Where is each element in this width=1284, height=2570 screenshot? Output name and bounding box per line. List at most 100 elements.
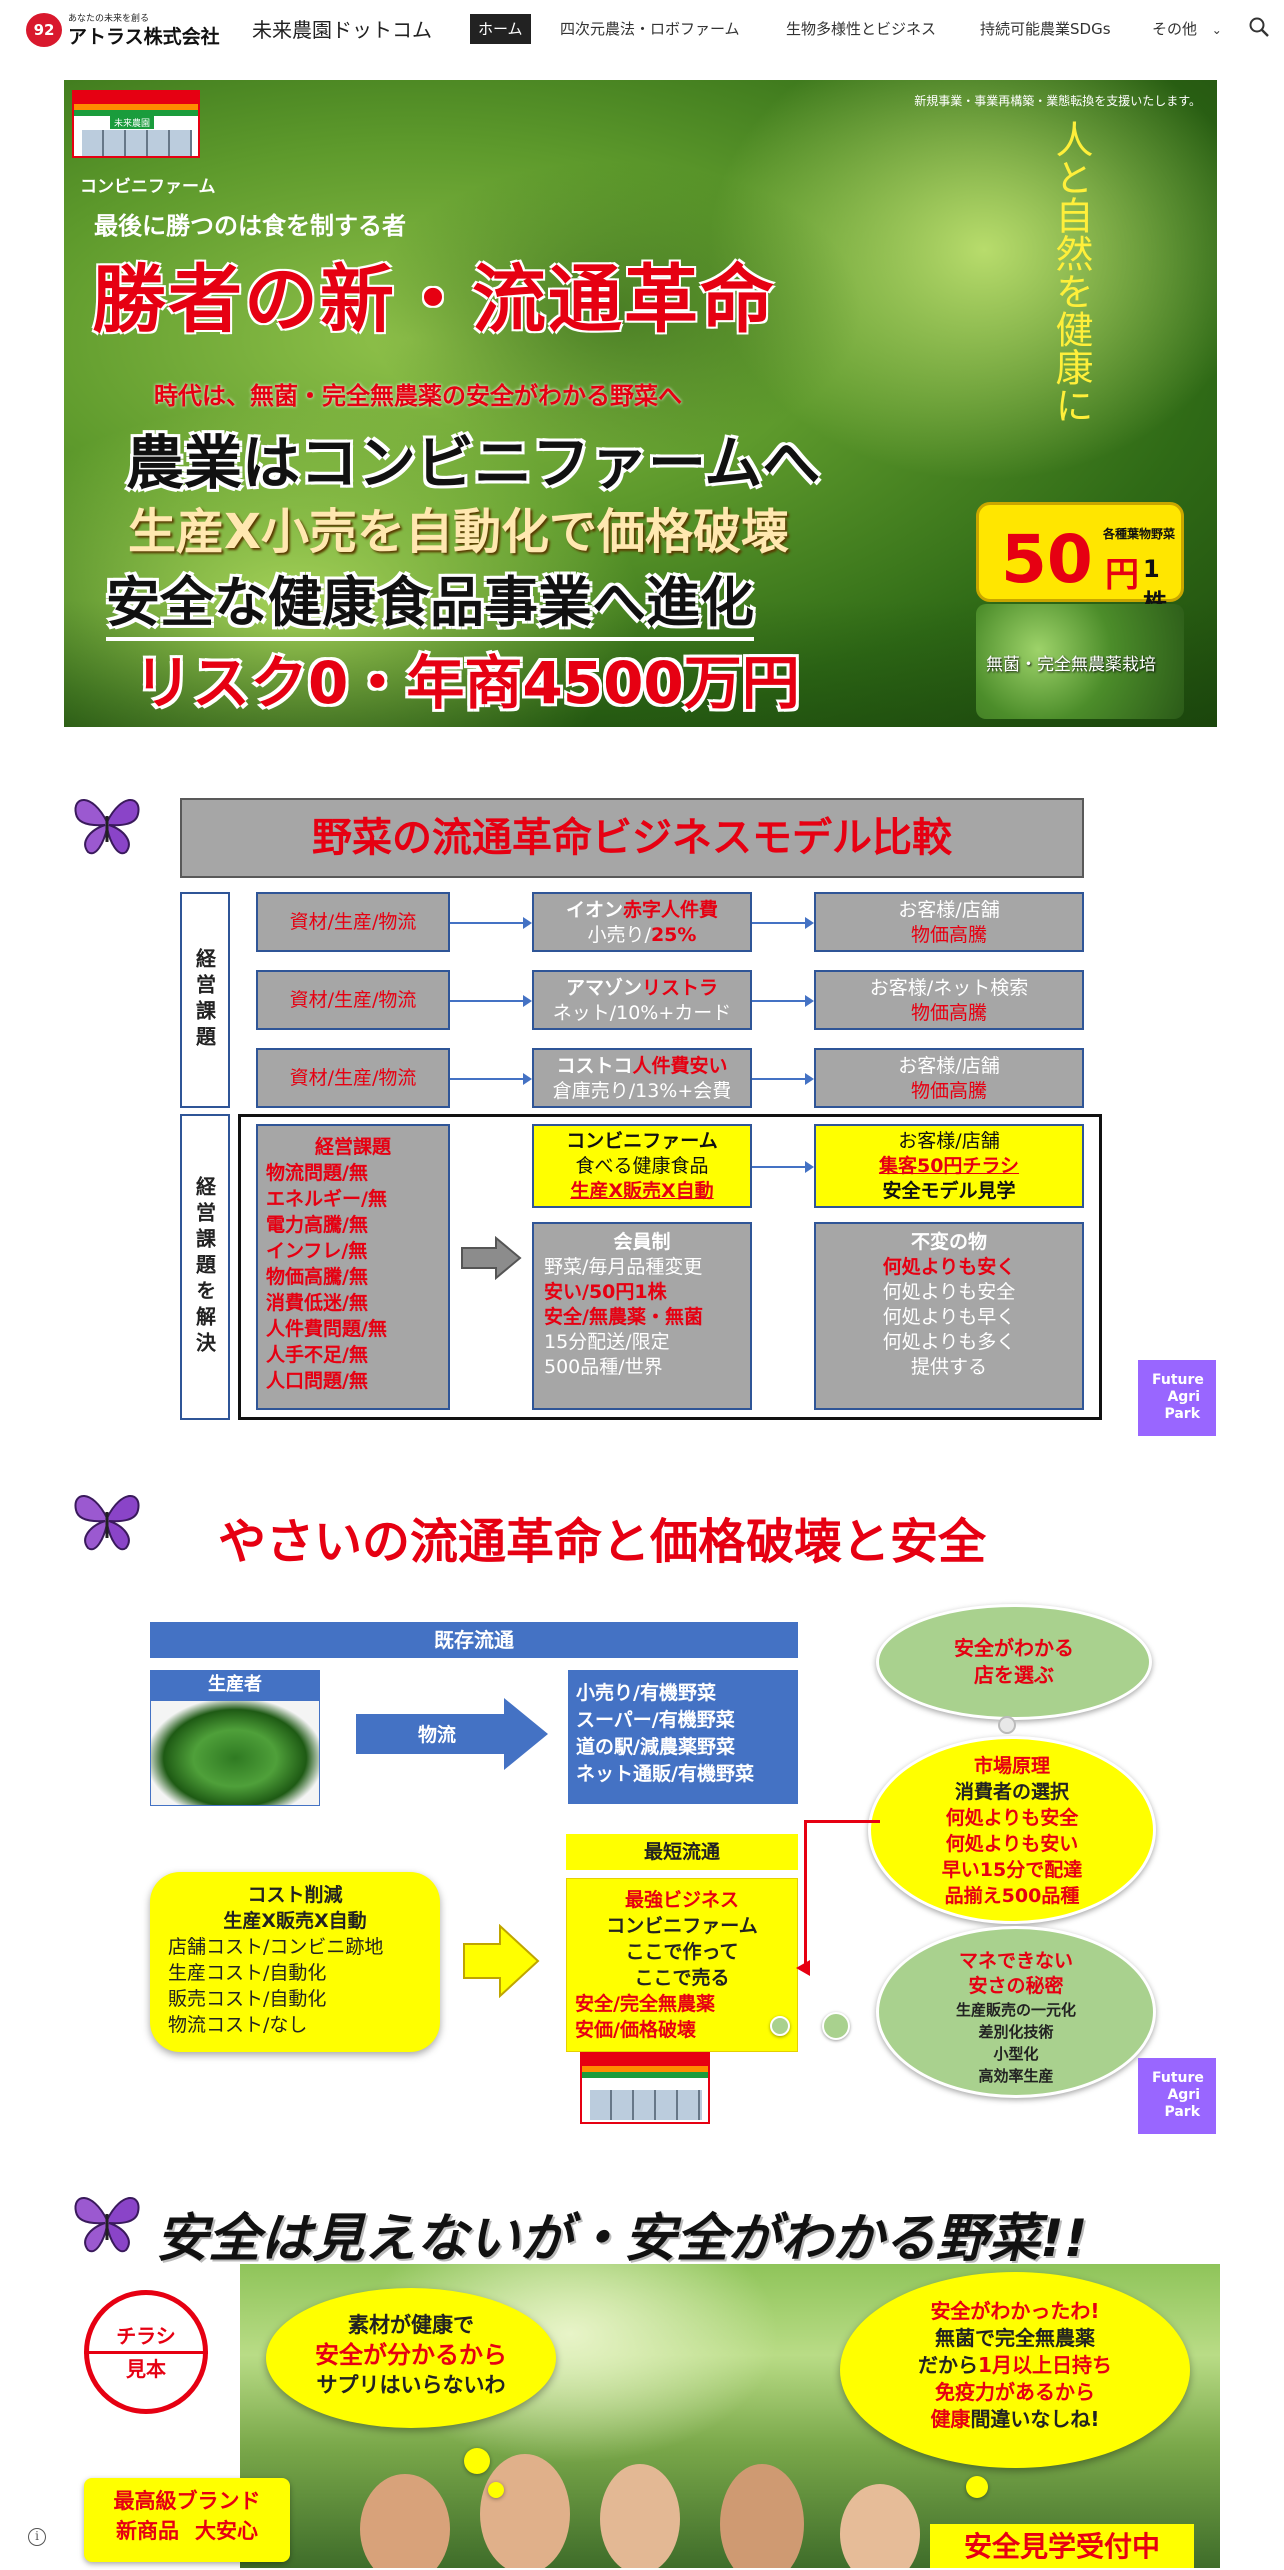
row3-retailer-issue: 人件費安い <box>632 1055 728 1077</box>
secret-line: 差別化技術 <box>978 2023 1054 2041</box>
channel-item: 小売り/有機野菜 <box>576 1682 716 1704</box>
thought-dot <box>488 2482 504 2498</box>
unchanging-cheapest: 何処よりも安く <box>882 1256 1016 1278</box>
price-number: 50 <box>1001 521 1093 598</box>
future-agri-park-badge[interactable]: Future Agri Park <box>1138 1360 1216 1436</box>
butterfly-icon <box>72 1488 142 1556</box>
bubble-text: 1月以上日持ち <box>978 2353 1112 2377</box>
row1-supply-text: 資材/生産/物流 <box>289 911 417 933</box>
info-icon[interactable]: i <box>28 2528 46 2546</box>
store-illustration: 未来農園 <box>72 90 200 158</box>
row1-supply: 資材/生産/物流 <box>256 892 450 952</box>
producer-label: 生産者 <box>150 1670 320 1700</box>
channel-item: 道の駅/減農薬野菜 <box>576 1736 735 1758</box>
row2-supply: 資材/生産/物流 <box>256 970 450 1030</box>
market-title: 市場原理 <box>973 1755 1050 1777</box>
row3-retailer-name: コストコ <box>556 1055 633 1077</box>
row1-retailer-rate: 25% <box>650 924 697 946</box>
membership-line: 安い/50円1株 <box>544 1281 667 1303</box>
issues-list-item: 人件費問題/無 <box>266 1318 387 1340</box>
row1-arrow-2 <box>752 917 814 929</box>
hero-line1: 農業はコンビニファームへ <box>126 429 821 497</box>
hero-line2: 生産X小売を自動化で価格破壊 <box>128 504 790 560</box>
solve-side-label: 経営課題を解決 <box>180 1114 230 1420</box>
cf-arrow <box>752 1161 814 1173</box>
solution-arrow-icon <box>460 1235 522 1284</box>
cost-reduction-box: コスト削減 生産X販売X自動 店舗コスト/コンビニ跡地 生産コスト/自動化 販売… <box>150 1872 440 2052</box>
unchanging-line: 何処よりも安全 <box>882 1281 1016 1303</box>
cloud-line: 店を選ぶ <box>974 1663 1054 1687</box>
unchanging-line: 提供する <box>910 1356 987 1378</box>
membership-title: 会員制 <box>613 1231 671 1253</box>
top-navigation: 92 あなたの未来を創る アトラス株式会社 未来農園ドットコム ホーム 四次元農… <box>0 0 1284 58</box>
bubble-line: サプリはいらないわ <box>316 2373 506 2397</box>
bubble-text: 間違いなしね! <box>970 2407 1100 2431</box>
row3-arrow-2 <box>752 1073 814 1085</box>
shortest-distribution-label: 最短流通 <box>566 1834 798 1870</box>
future-agri-park-badge[interactable]: Future Agri Park <box>1138 2058 1216 2134</box>
nav-item-home[interactable]: ホーム <box>470 14 531 44</box>
market-principle-cloud: 市場原理 消費者の選択 何処よりも安全 何処よりも安い 早い15分で配達 品揃え… <box>868 1736 1156 1924</box>
nav-item-4d-farming[interactable]: 四次元農法・ロボファーム <box>560 20 740 38</box>
company-logo[interactable]: 92 あなたの未来を創る アトラス株式会社 <box>26 9 238 49</box>
row3-customer: お客様/店舗 物価高騰 <box>814 1048 1084 1108</box>
cf-automation: 生産X販売X自動 <box>570 1180 714 1202</box>
right-speech-bubble: 安全がわかったわ! 無菌で完全無農薬 だから1月以上日持ち 免疫力があるから 健… <box>840 2272 1190 2468</box>
unchanging-title: 不変の物 <box>910 1231 987 1253</box>
unchanging-box: 不変の物 何処よりも安く 何処よりも安全 何処よりも早く 何処よりも多く 提供す… <box>814 1222 1084 1410</box>
cost-line: 販売コスト/自動化 <box>168 1988 327 2010</box>
market-line: 品揃え500品種 <box>944 1885 1080 1907</box>
issues-list-item: インフレ/無 <box>266 1240 368 1262</box>
logo-tagline: あなたの未来を創る <box>68 14 150 24</box>
stamp-line: 見本 <box>84 2351 208 2382</box>
bubble-line: 無菌で完全無農薬 <box>935 2326 1095 2350</box>
issues-list-item: 人手不足/無 <box>266 1344 368 1366</box>
strong-title: 最強ビジネス <box>624 1889 739 1911</box>
row3-retailer: コストコ人件費安い 倉庫売り/13%+会費 <box>532 1048 752 1108</box>
membership-line: 安全/無農薬・無菌 <box>544 1306 703 1328</box>
row3-supply: 資材/生産/物流 <box>256 1048 450 1108</box>
hero-notice: 新規事業・事業再構築・業態転換を支援いたします。 <box>914 94 1201 108</box>
cf-subtitle: 食べる健康食品 <box>575 1155 709 1177</box>
row3-customer-issue: 物価高騰 <box>910 1080 987 1102</box>
row1-retailer-issue: 赤字人件費 <box>623 899 719 921</box>
issues-list-title: 経営課題 <box>314 1136 391 1158</box>
chevron-down-icon: ⌄ <box>1211 23 1222 37</box>
row2-retailer: アマゾンリストラ ネット/10%+カード <box>532 970 752 1030</box>
channel-item: ネット通販/有機野菜 <box>576 1763 754 1785</box>
site-title[interactable]: 未来農園ドットコム <box>252 18 432 42</box>
thought-dot <box>966 2476 988 2498</box>
row3-supply-text: 資材/生産/物流 <box>289 1067 417 1089</box>
nav-item-sdgs[interactable]: 持続可能農業SDGs <box>980 20 1111 38</box>
hero-line3: 安全な健康食品事業へ進化 <box>106 558 754 641</box>
solve-side-text: 経営課題を解決 <box>192 1176 217 1358</box>
bubble-line: 安全が分かるから <box>315 2341 507 2369</box>
issues-list-item: 物価高騰/無 <box>266 1266 368 1288</box>
row2-retailer-name: アマゾン <box>565 977 642 999</box>
badge-line: Future <box>1152 2070 1204 2086</box>
cloud-line: 安全がわかる <box>954 1636 1074 1660</box>
tour-accepting-banner[interactable]: 安全見学受付中 <box>930 2524 1194 2568</box>
search-icon[interactable] <box>1248 16 1274 42</box>
row3-arrow-1 <box>450 1073 532 1085</box>
nav-item-biodiversity[interactable]: 生物多様性とビジネス <box>786 20 937 38</box>
store-flyer: 集客50円チラシ <box>878 1155 1020 1177</box>
cost-title: コスト削減 <box>247 1884 343 1906</box>
strong-red-line: 安価/価格破壊 <box>575 2019 696 2041</box>
row2-retailer-issue: リストラ <box>642 977 719 999</box>
row2-arrow-1 <box>450 995 532 1007</box>
row3-retailer-detail: 倉庫売り/13%+会費 <box>552 1080 732 1102</box>
butterfly-icon <box>72 2190 142 2258</box>
strong-line: コンビニファーム <box>606 1915 758 1937</box>
badge-line: Future <box>1152 1372 1204 1388</box>
thought-dot <box>998 1716 1016 1734</box>
convenience-farm-box: コンビニファーム 食べる健康食品 生産X販売X自動 <box>532 1124 752 1208</box>
badge-line: Agri <box>1167 2087 1200 2103</box>
bubble-text: だから <box>918 2353 979 2377</box>
nav-item-more[interactable]: その他 ⌄ <box>1144 14 1230 44</box>
stamp-line: チラシ <box>116 2324 176 2348</box>
market-subtitle: 消費者の選択 <box>954 1781 1069 1803</box>
issues-list-item: 消費低迷/無 <box>266 1292 368 1314</box>
row1-retailer: イオン赤字人件費 小売り/25% <box>532 892 752 952</box>
hero-banner: 新規事業・事業再構築・業態転換を支援いたします。 未来農園 コンビニファーム 最… <box>64 80 1217 727</box>
